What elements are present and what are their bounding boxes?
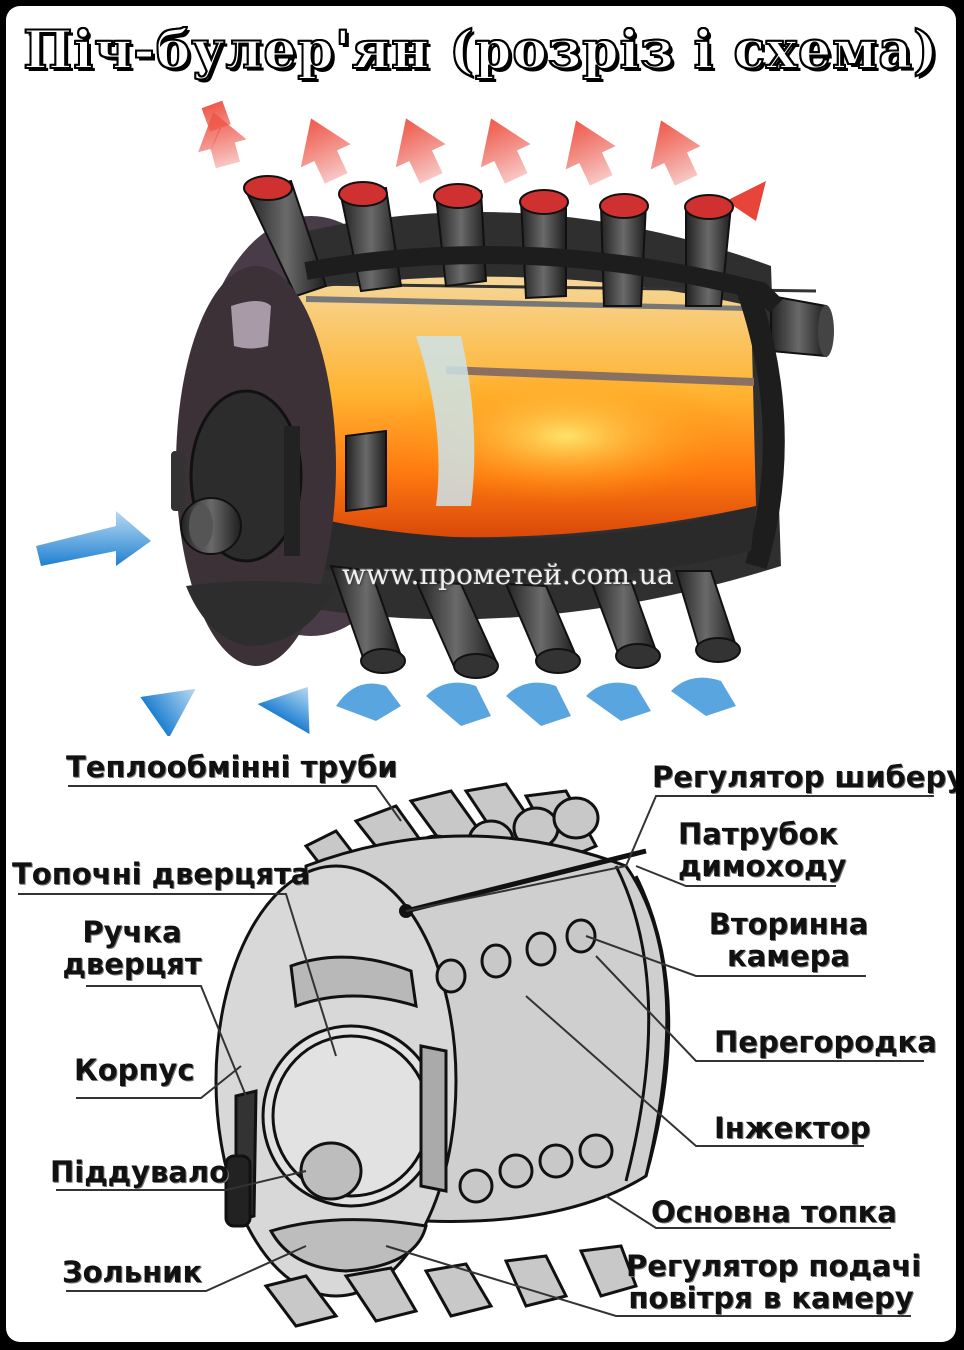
schem-door: [261, 1024, 441, 1208]
label-secondary-chamber: Вторинна камера: [706, 908, 871, 972]
label-heat-exchange-pipes: Теплообмінні труби: [66, 750, 398, 784]
label-damper-regulator: Регулятор шиберу: [652, 760, 956, 794]
label-chimney-pipe-line2: димоходу: [678, 849, 847, 883]
page-title: Піч-булер'ян (розріз і схема): [22, 19, 939, 82]
schem-body-front: [214, 864, 458, 1298]
label-body: Корпус: [74, 1053, 195, 1087]
schem-ash-pan: [268, 1218, 428, 1273]
schem-blower: [299, 1141, 363, 1201]
ash-pan-illustration: [186, 581, 336, 646]
label-air-regulator-line1: Регулятор подачі: [626, 1249, 922, 1283]
hot-air-arrows: [198, 100, 766, 221]
label-air-regulator: Регулятор подачі повітря в камеру: [626, 1249, 922, 1315]
label-chimney-pipe-line1: Патрубок: [678, 817, 839, 851]
label-secondary-chamber-line2: камера: [727, 939, 850, 973]
label-door-handle: Ручка дверцят: [62, 916, 202, 980]
label-air-regulator-line2: повітря в камеру: [628, 1281, 914, 1315]
stove-cutaway-illustration: [36, 100, 834, 736]
label-door-handle-line2: дверцят: [62, 947, 202, 981]
label-ash-pan: Зольник: [62, 1255, 203, 1289]
label-secondary-chamber-line1: Вторинна: [708, 907, 869, 941]
cold-air-arrows: [36, 511, 736, 736]
injector-tube: [416, 336, 475, 506]
chimney-pipe: [770, 294, 827, 358]
brand-plate: [231, 301, 271, 349]
label-blower: Піддувало: [50, 1155, 230, 1189]
top-pipe-openings: [243, 175, 734, 220]
bottom-heat-pipes: [329, 564, 738, 673]
label-injector: Інжектор: [714, 1111, 871, 1145]
label-main-firebox: Основна топка: [651, 1195, 897, 1229]
door-handle-illustration: [171, 451, 185, 511]
schem-pipe-1: [303, 829, 389, 913]
label-partition: Перегородка: [714, 1025, 937, 1059]
poster-frame: Піч-булер'ян (розріз і схема): [6, 6, 956, 1342]
watermark-url: www.прометей.com.ua: [342, 558, 674, 591]
label-firebox-door: Топочні дверцята: [12, 857, 311, 891]
label-door-handle-line1: Ручка: [82, 915, 182, 949]
label-chimney-pipe: Патрубок димоходу: [678, 817, 847, 883]
